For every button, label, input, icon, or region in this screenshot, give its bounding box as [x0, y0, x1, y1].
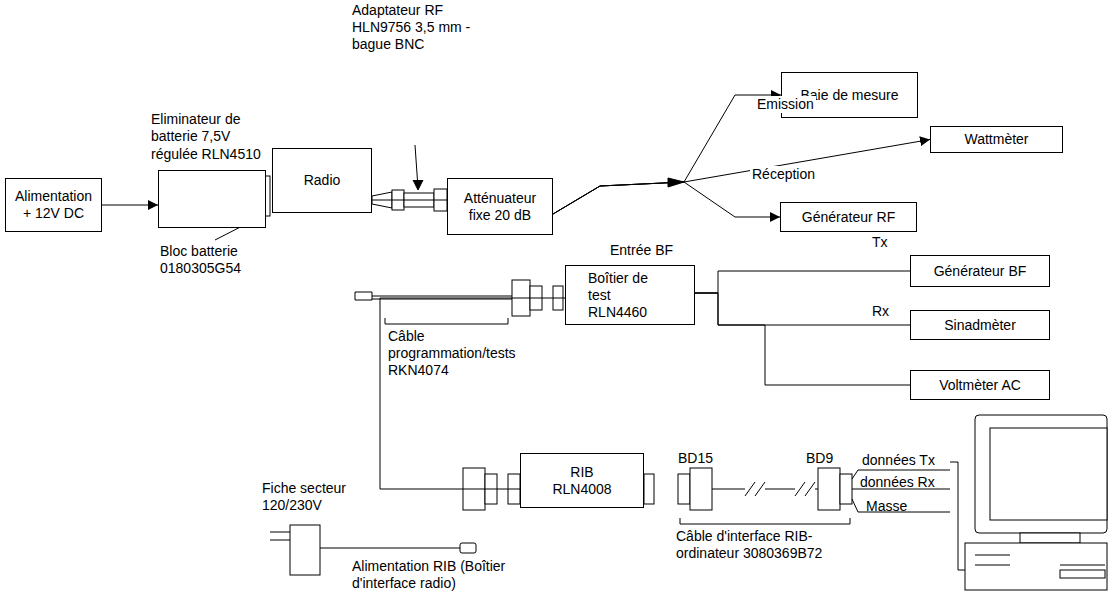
- cable-label: Câble d'interface RIB-ordinateur 3080369…: [676, 528, 866, 562]
- programming-cable: [355, 280, 563, 324]
- edge-label: Rx: [870, 303, 891, 320]
- box-text: Voltmèter AC: [939, 377, 1021, 394]
- edge-label: Emission: [755, 96, 816, 113]
- test-box: Boîtier de test RLN4460: [565, 265, 695, 325]
- part-label: Adaptateur RF HLN9756 3,5 mm - bague BNC: [352, 2, 487, 52]
- connector: [553, 182, 780, 217]
- signal-label: Masse: [866, 498, 946, 515]
- part-label: Bloc batterie 0180305G54: [160, 243, 270, 277]
- cable-label: Câble programmation/tests RKN4074: [388, 328, 518, 378]
- box-text: Alimentation + 12V DC: [12, 188, 95, 222]
- box-text: Générateur BF: [934, 263, 1027, 280]
- edge-label: Tx: [870, 234, 890, 251]
- part-label: Fiche secteur 120/230V: [262, 480, 372, 514]
- instrument-box: Sinadmèter: [910, 310, 1050, 340]
- edge-label: Réception: [750, 166, 817, 183]
- connector: [372, 200, 447, 201]
- connector-label: BD9: [806, 450, 846, 467]
- box-text: Atténuateur fixe 20 dB: [456, 190, 544, 224]
- signal-label: Entrée BF: [610, 242, 700, 259]
- rf-adapter: [372, 145, 447, 211]
- instrument-box: Générateur RF: [780, 202, 917, 232]
- computer-illustration: [965, 415, 1107, 590]
- radio-box: Radio: [272, 148, 372, 213]
- attenuator-box: Atténuateur fixe 20 dB: [447, 178, 553, 235]
- signal-label: données Tx: [862, 452, 952, 469]
- instrument-box: Voltmèter AC: [910, 370, 1050, 400]
- box-text: Boîtier de test RLN4460: [588, 270, 672, 320]
- box-text: Générateur RF: [802, 209, 895, 226]
- connector: [695, 293, 910, 385]
- connector-label: BD15: [678, 450, 728, 467]
- power-supply-box: Alimentation + 12V DC: [5, 178, 102, 232]
- connector: [695, 293, 910, 325]
- signal-label: données Rx: [860, 474, 950, 491]
- connector: [695, 271, 910, 293]
- box-text: Wattmèter: [964, 131, 1028, 148]
- battery-eliminator-box: Eliminateur de batterie 7,5V régulée RLN…: [158, 170, 266, 228]
- box-text: Radio: [304, 172, 341, 189]
- instrument-box: Générateur BF: [910, 255, 1050, 287]
- instrument-box: Wattmèter: [930, 126, 1063, 153]
- box-text: Sinadmèter: [944, 317, 1016, 334]
- connector: [553, 95, 781, 214]
- interface-box: RIB RLN4008: [520, 453, 644, 508]
- box-text: RIB RLN4008: [549, 464, 615, 498]
- box-heading: Eliminateur de batterie 7,5V régulée RLN…: [151, 111, 263, 164]
- part-label: Alimentation RIB (Boîtier d'interface ra…: [352, 558, 552, 592]
- connector: [102, 205, 158, 206]
